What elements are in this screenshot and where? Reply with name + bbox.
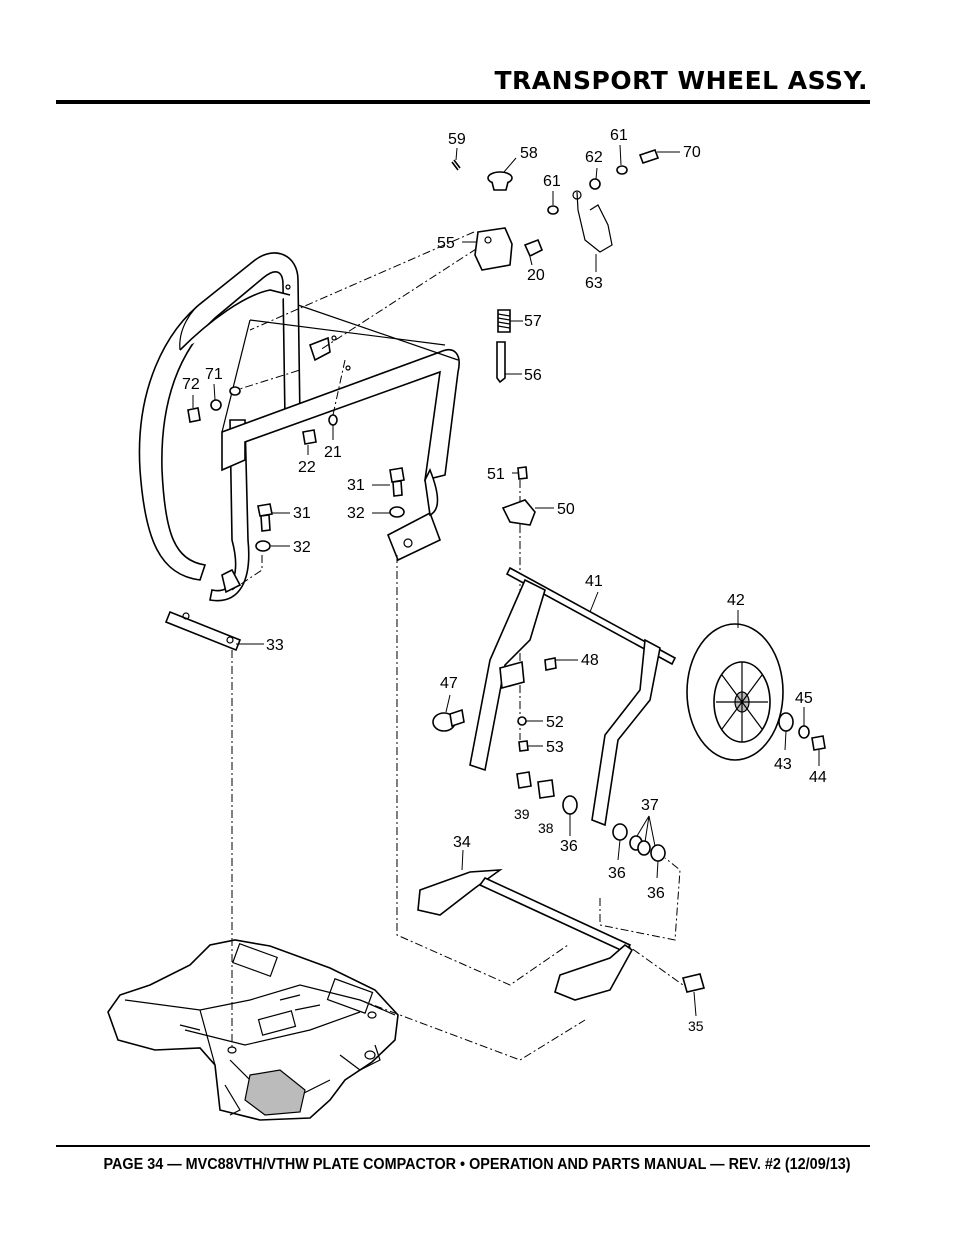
callout-72: 72 [182, 376, 200, 393]
callout-52: 52 [546, 714, 564, 731]
page-footer: PAGE 34 — MVC88VTH/VTHW PLATE COMPACTOR … [103, 1156, 851, 1173]
callout-31-left: 31 [293, 505, 311, 522]
callout-63: 63 [585, 275, 603, 292]
callout-58: 58 [520, 145, 538, 162]
callout-61-top: 61 [610, 127, 628, 144]
footer-rule [56, 1145, 870, 1147]
callout-59: 59 [448, 131, 466, 148]
callout-36-mid: 36 [608, 865, 626, 882]
callout-56: 56 [524, 367, 542, 384]
callout-22: 22 [298, 459, 316, 476]
header-rule [56, 100, 870, 104]
handle-frame [138, 252, 460, 602]
callout-34: 34 [453, 834, 471, 851]
callout-57: 57 [524, 313, 542, 330]
callout-38: 38 [538, 820, 554, 836]
callout-32-left: 32 [293, 539, 311, 556]
callout-48: 48 [581, 652, 599, 669]
callout-labels: 59 58 61 62 70 61 55 20 63 57 56 72 71 2… [182, 127, 827, 1034]
callout-44: 44 [809, 769, 827, 786]
callout-47: 47 [440, 675, 458, 692]
callout-71: 71 [205, 366, 223, 383]
leader-lines [192, 144, 820, 1017]
callout-31-right: 31 [347, 477, 365, 494]
callout-39: 39 [514, 806, 530, 822]
callout-62: 62 [585, 149, 603, 166]
callout-41: 41 [585, 573, 603, 590]
callout-45: 45 [795, 690, 813, 707]
base-plate [107, 939, 399, 1121]
upper-parts [164, 148, 660, 652]
callout-20: 20 [527, 267, 545, 284]
callout-21: 21 [324, 444, 342, 461]
callout-70: 70 [683, 144, 701, 161]
callout-36-right: 36 [647, 885, 665, 902]
callout-43: 43 [774, 756, 792, 773]
callout-53: 53 [546, 739, 564, 756]
callout-32-right: 32 [347, 505, 365, 522]
callout-55: 55 [437, 235, 455, 252]
callout-51: 51 [487, 466, 505, 483]
callout-61: 61 [543, 173, 561, 190]
wheel-assembly [417, 466, 826, 1001]
callout-42: 42 [727, 592, 745, 609]
page-title: TRANSPORT WHEEL ASSY. [494, 66, 868, 95]
callout-37: 37 [641, 797, 659, 814]
callout-33: 33 [266, 637, 284, 654]
callout-50: 50 [557, 501, 575, 518]
callout-36-left: 36 [560, 838, 578, 855]
callout-35: 35 [688, 1018, 704, 1034]
